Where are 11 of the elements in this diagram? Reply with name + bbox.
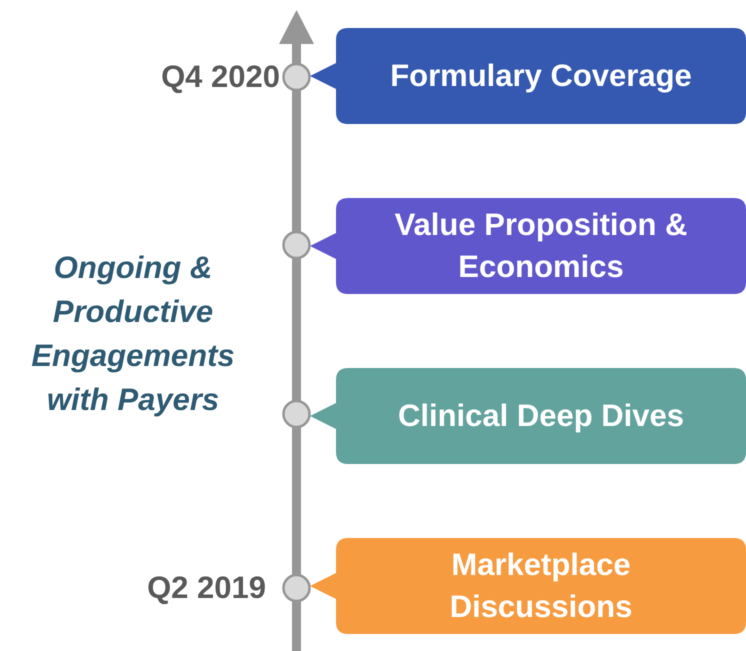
callout-text: Clinical Deep Dives bbox=[398, 397, 684, 435]
callout-text: Formulary Coverage bbox=[390, 57, 692, 95]
callout-text: Marketplace Discussions bbox=[448, 546, 634, 626]
callout-box bbox=[310, 538, 746, 634]
side-caption: Ongoing & Productive Engagements with Payers bbox=[30, 249, 236, 419]
callout-box bbox=[310, 198, 746, 294]
callout-box bbox=[310, 28, 746, 124]
callout-box bbox=[310, 368, 746, 464]
callout-text: Value Proposition & Economics bbox=[394, 206, 688, 286]
date-label: Q2 2019 bbox=[147, 569, 266, 607]
date-label: Q4 2020 bbox=[161, 58, 280, 96]
